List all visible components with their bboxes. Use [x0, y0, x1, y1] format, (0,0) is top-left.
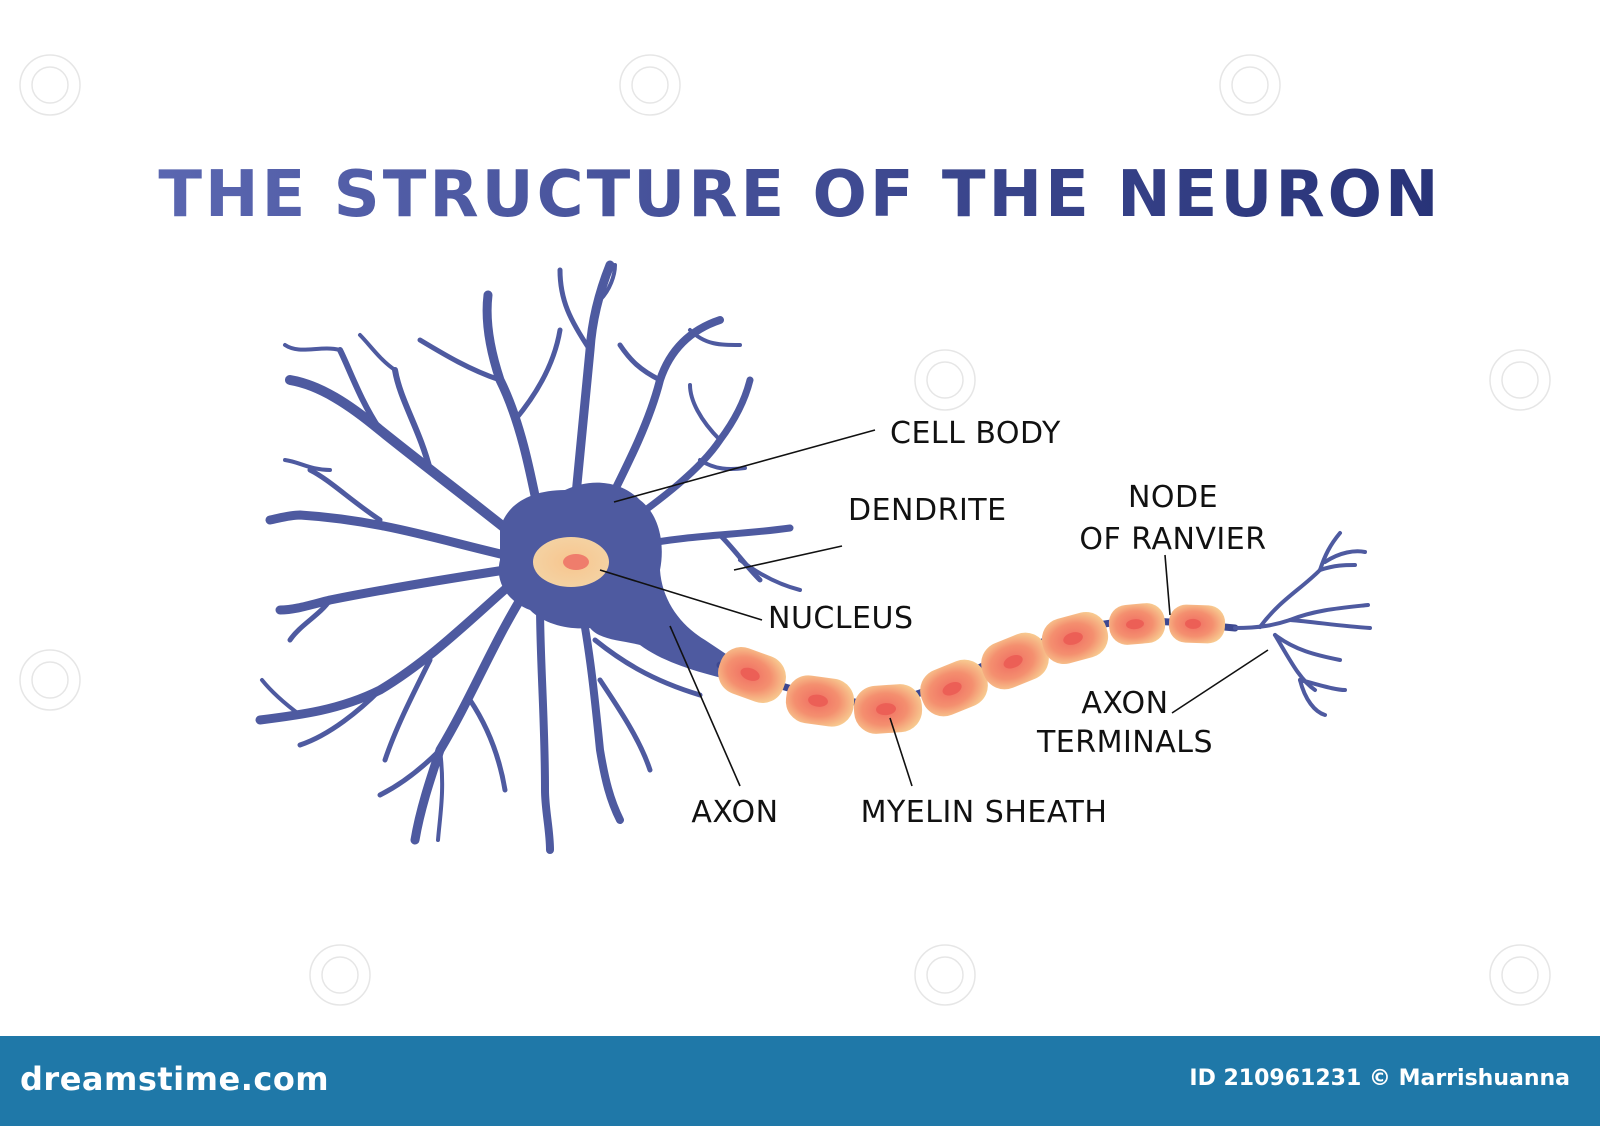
label-axon: AXON [691, 795, 778, 830]
label-cell-body: CELL BODY [890, 416, 1061, 451]
label-axon-terminals-line1: AXON [1081, 686, 1168, 721]
leader-cell-body [613, 429, 876, 503]
footer-credit: ID 210961231 © Marrishuanna [1189, 1066, 1570, 1091]
footer-site[interactable]: dreamstime.com [20, 1060, 330, 1098]
neuron-illustration: THE STRUCTURE OF THE NEURON [19, 54, 1551, 1006]
label-node-line1: NODE [1128, 480, 1218, 515]
label-dendrite: DENDRITE [848, 493, 1007, 528]
dendrites [255, 260, 802, 854]
leader-myelin [889, 717, 913, 787]
leader-node [1164, 554, 1171, 616]
cell-body [498, 482, 735, 678]
leader-lines [599, 429, 1269, 787]
label-nucleus: NUCLEUS [768, 601, 914, 636]
leader-nucleus [599, 569, 763, 621]
axon-terminals [1233, 531, 1372, 717]
label-axon-terminals-line2: TERMINALS [1036, 725, 1213, 760]
label-myelin-sheath: MYELIN SHEATH [861, 795, 1108, 830]
watermark [19, 54, 1551, 1006]
leader-axon [669, 625, 741, 787]
footer-bar: dreamstime.com ID 210961231 © Marrishuan… [0, 1036, 1600, 1126]
leader-dendrite [733, 545, 843, 571]
myelin-sheath [718, 603, 1226, 734]
label-node-line2: OF RANVIER [1079, 522, 1266, 557]
leader-axon-terminals [1171, 649, 1269, 714]
page-title: THE STRUCTURE OF THE NEURON [158, 158, 1441, 232]
nucleus [533, 537, 609, 587]
